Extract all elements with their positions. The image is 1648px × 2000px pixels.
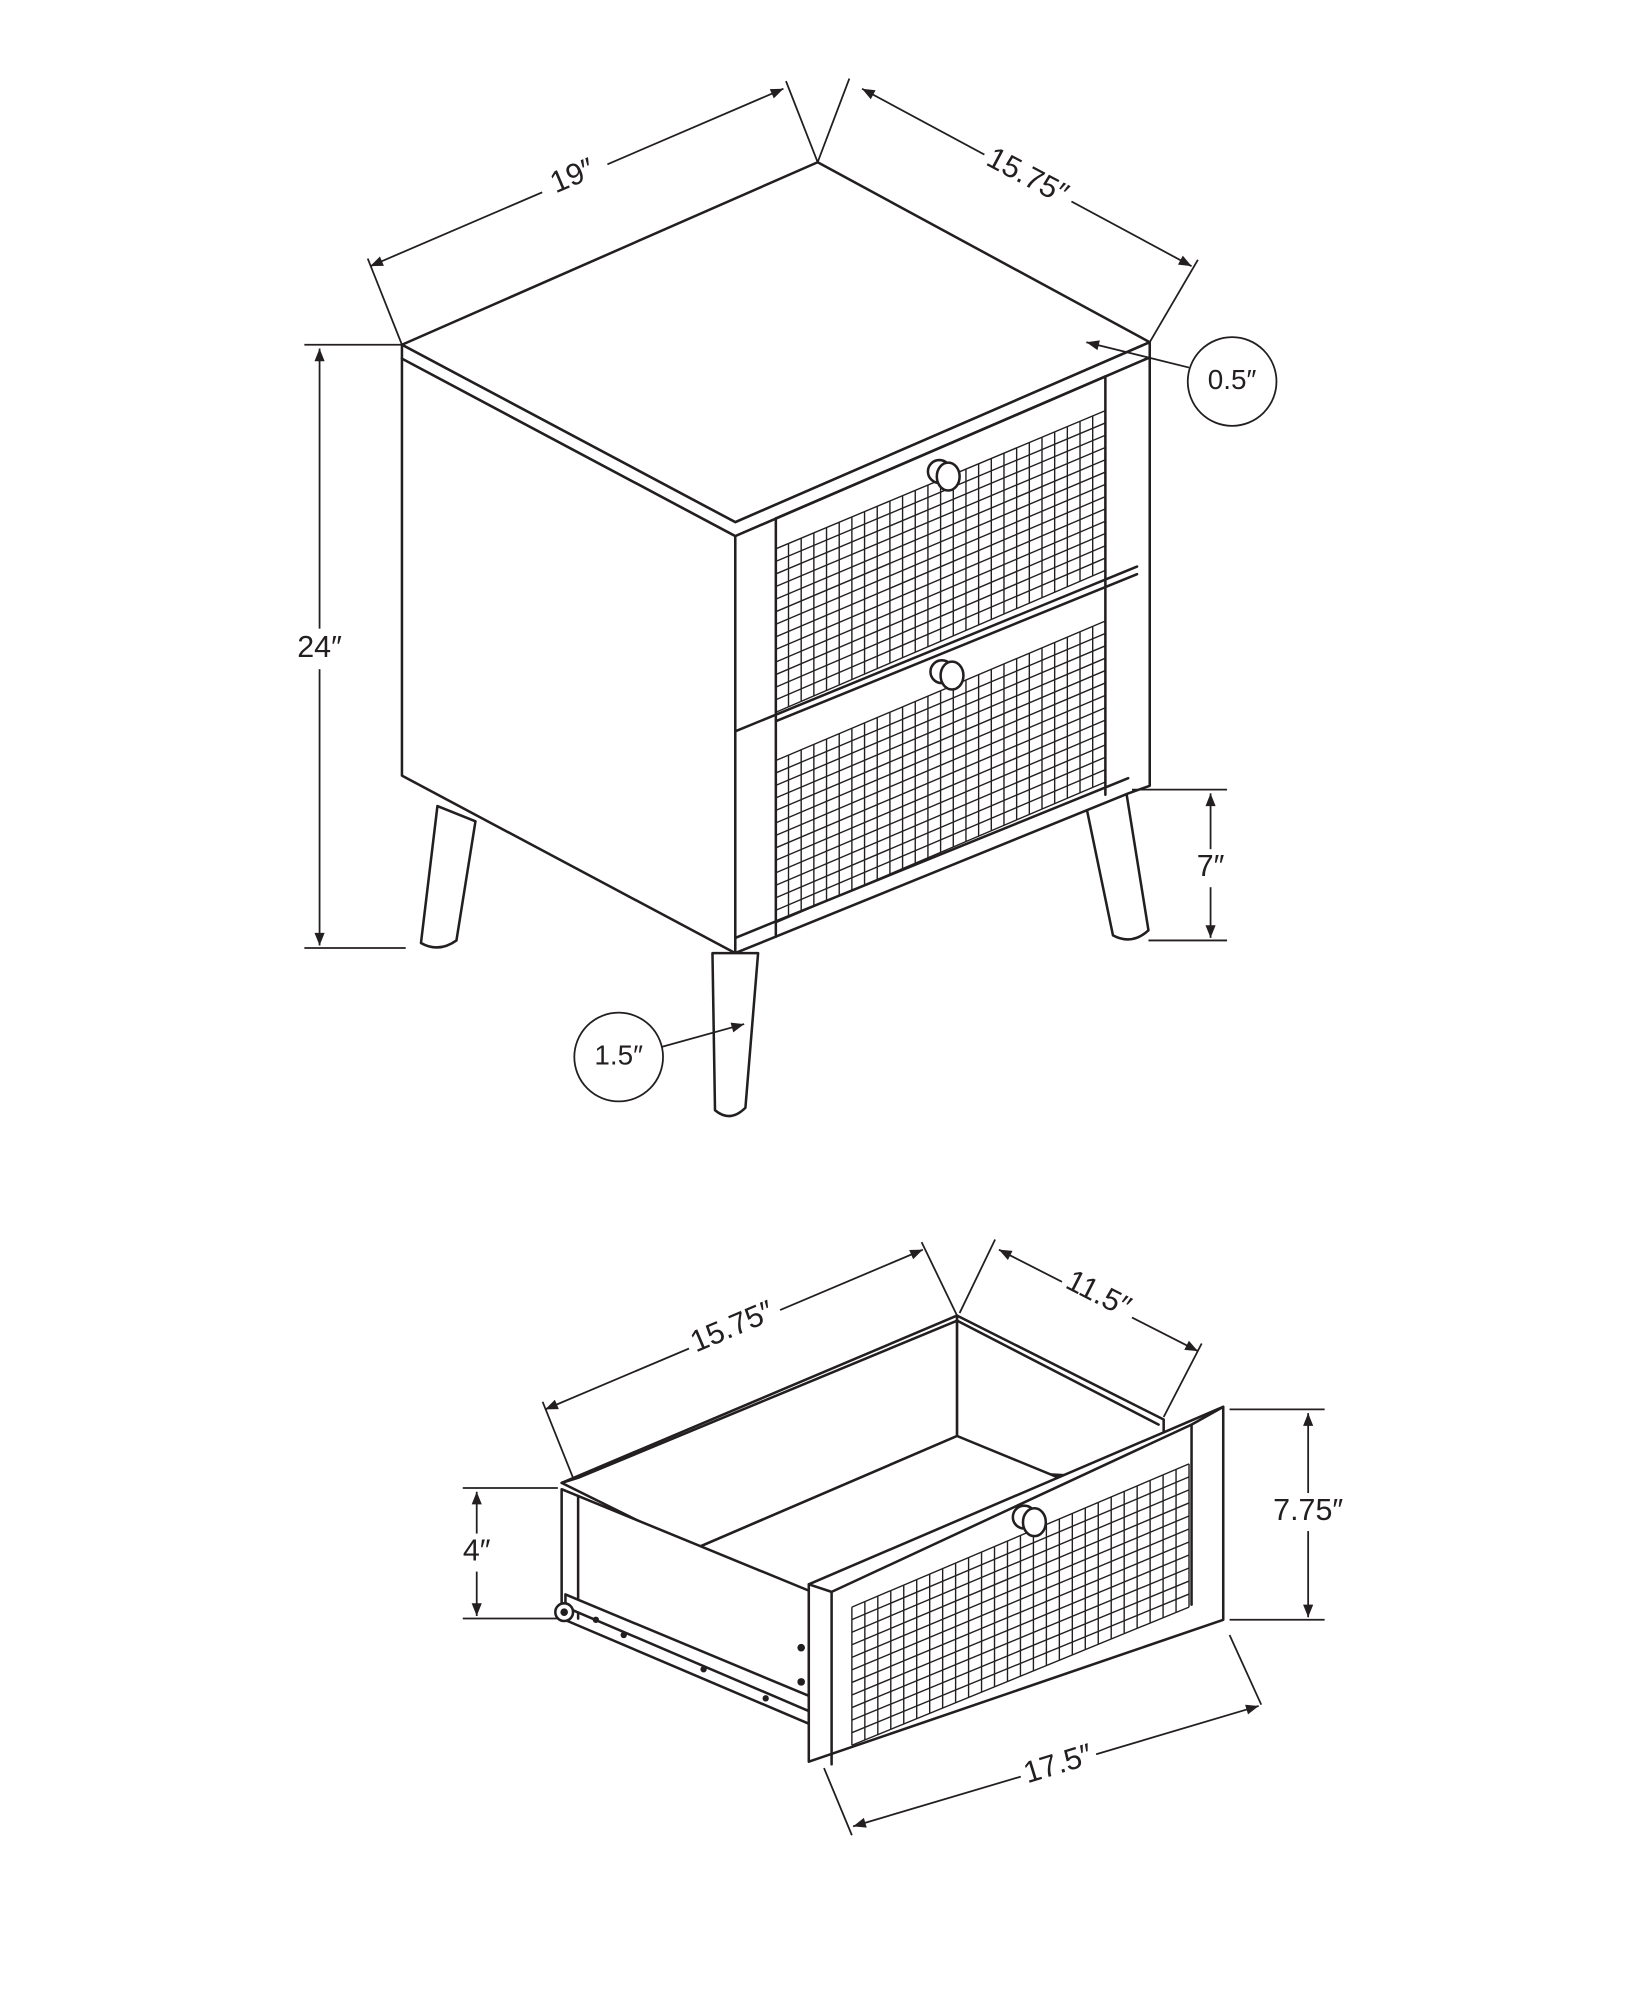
grid-line — [851, 1580, 1190, 1721]
grid-line — [775, 694, 1106, 836]
grid-line — [851, 1463, 1190, 1608]
grid-line — [851, 1554, 1190, 1696]
height-label: 24″ — [297, 630, 342, 664]
drawer-front-height-label: 7.75″ — [1273, 1493, 1343, 1527]
top-thickness-label: 0.5″ — [1208, 364, 1257, 395]
top-drawer-knob-icon — [926, 458, 961, 492]
grid-line — [851, 1476, 1190, 1621]
grid-line — [775, 471, 1106, 613]
top-drawer-edge — [774, 375, 1107, 520]
drawer-divider — [734, 565, 1139, 733]
drawer-drawing — [554, 1314, 1225, 1766]
grid-line — [775, 744, 1106, 886]
grid-line — [775, 669, 1106, 812]
grid-line — [775, 483, 1106, 625]
right-leg — [1083, 787, 1150, 941]
grid-line — [775, 508, 1106, 651]
grid-line — [775, 657, 1106, 799]
grid-line — [851, 1567, 1190, 1709]
grid-line — [775, 632, 1106, 774]
grid-line — [851, 1515, 1190, 1658]
grid-line — [775, 569, 1106, 713]
grid-line — [775, 446, 1106, 588]
front-leg — [711, 951, 760, 1118]
grid-line — [775, 459, 1106, 600]
grid-line — [775, 557, 1106, 701]
nightstand-drawing — [400, 160, 1151, 1118]
grid-line — [851, 1541, 1190, 1684]
grid-line — [851, 1528, 1190, 1671]
grid-line — [775, 756, 1106, 899]
leg-diameter-label: 1.5″ — [594, 1039, 643, 1070]
grid-line — [775, 545, 1106, 688]
grid-line — [775, 731, 1106, 874]
grid-line — [775, 434, 1106, 575]
grid-line — [775, 781, 1106, 924]
grid-line — [775, 422, 1106, 563]
drawer-front-panel — [807, 1405, 1225, 1763]
grid-line — [775, 532, 1106, 676]
grid-line — [775, 707, 1106, 849]
drawer-side-height-label: 4″ — [463, 1534, 491, 1568]
bottom-drawer-cane-grid — [775, 620, 1107, 924]
grid-line — [775, 645, 1106, 787]
grid-line — [851, 1489, 1190, 1633]
grid-line — [775, 719, 1106, 861]
grid-line — [775, 495, 1106, 638]
drawer-front-cane-grid — [851, 1463, 1190, 1746]
left-leg — [419, 804, 477, 949]
drawer-knob-icon — [1011, 1504, 1048, 1538]
slide-roller-icon — [554, 1602, 575, 1623]
leg-height-label: 7″ — [1197, 849, 1225, 883]
grid-line — [775, 620, 1106, 762]
grid-line — [775, 768, 1106, 911]
grid-line — [775, 520, 1106, 663]
grid-line — [851, 1502, 1190, 1646]
grid-line — [775, 682, 1106, 824]
top-drawer-cane-grid — [775, 410, 1107, 713]
nightstand-dimensions: 19″ 15.75″ 24″ 7″ 0.5″ 1.5″ — [286, 78, 1278, 1103]
bottom-drawer-knob-icon — [929, 659, 965, 691]
